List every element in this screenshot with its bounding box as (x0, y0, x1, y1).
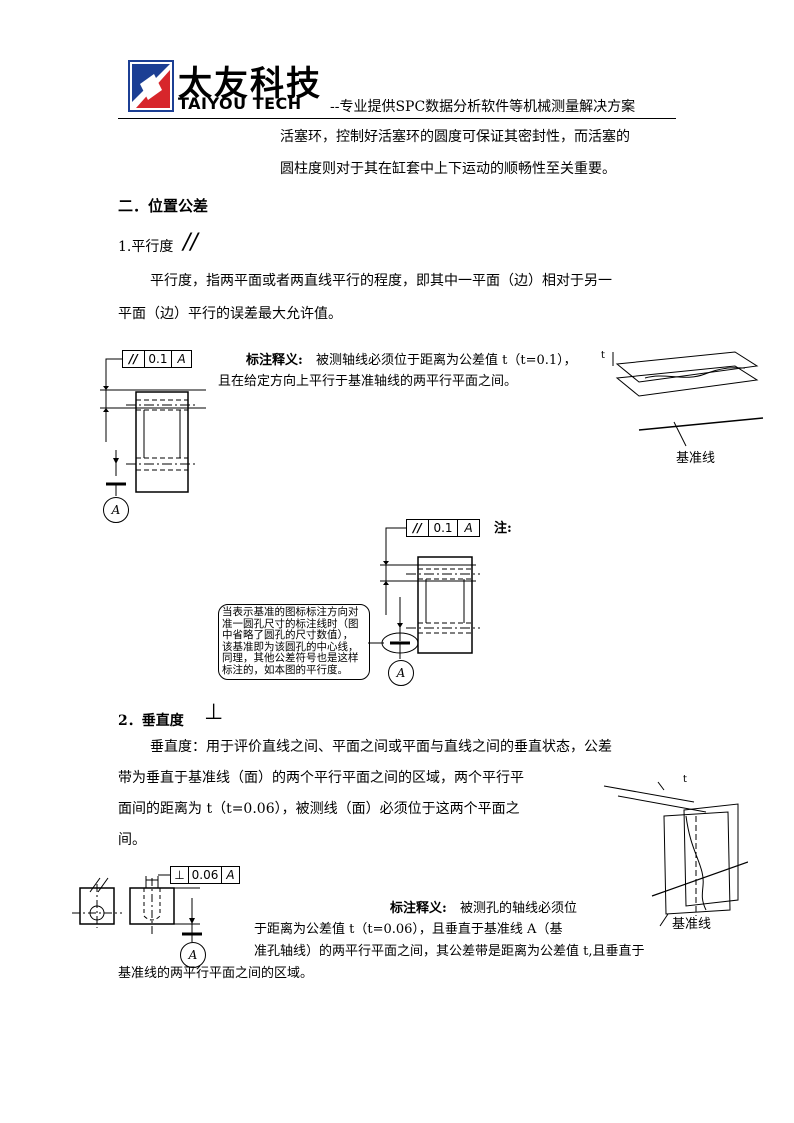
datum-callout: 当表示基准的图标标注方向对 准一圆孔尺寸的标注线时（图 中省略了圆孔的尺寸数值）… (218, 604, 370, 680)
sub1-note-line-2: 且在给定方向上平行于基准轴线的两平行平面之间。 (218, 374, 518, 389)
datum-circle-2: A (388, 660, 414, 686)
logo-english: TAIYOU TECH (178, 94, 302, 113)
callout-line: 同理，其他公差符号也是这样 (222, 652, 359, 664)
frame-value: 0.06 (189, 867, 223, 883)
datum-line-label-1: 基准线 (676, 451, 716, 466)
sub2-para-line-4: 间。 (118, 832, 146, 848)
frame-symbol: ⊥ (171, 867, 189, 883)
parallelism-part-1-icon (100, 358, 206, 496)
logo-chinese: 太友科技 (178, 64, 322, 104)
zone-t-label-2: t (683, 774, 687, 785)
section-title: 二．位置公差 (118, 197, 209, 215)
zhu-label: 注: (494, 521, 512, 536)
callout-line: 该基准即为该圆孔的中心线， (222, 640, 359, 653)
header: 太友科技 TAIYOU TECH --专业提供SPC数据分析软件等机械测量解决方… (118, 56, 678, 120)
parallelism-drawing-1: // 0.1 A A (96, 346, 216, 526)
parallelism-frame-1: // 0.1 A (122, 350, 192, 368)
sub2-note-line-1: 被测孔的轴线必须位 (460, 901, 578, 916)
leader-line-icon (673, 421, 687, 447)
sub2-note-line-2: 于距离为公差值 t（t=0.06），且垂直于基准线 A（基 (254, 922, 563, 937)
sub1-para-line-2: 平面（边）平行的误差最大允许值。 (118, 306, 342, 322)
callout-line: 准一圆孔尺寸的标注线时（图 (222, 617, 359, 630)
sub1-title: 1.平行度 (118, 239, 174, 255)
intro-line-2: 圆柱度则对于其在缸套中上下运动的顺畅性至关重要。 (280, 161, 616, 177)
parallelism-symbol-icon: // (183, 230, 198, 255)
sub2-para-line-3: 面间的距离为 t（t=0.06），被测线（面）必须位于这两个平面之 (118, 801, 520, 817)
datum-circle-1: A (103, 497, 129, 523)
sub1-para-line-1: 平行度，指两平面或者两直线平行的程度，即其中一平面（边）相对于另一 (150, 273, 612, 289)
perpendicularity-frame: ⊥ 0.06 A (170, 866, 240, 884)
callout-line: 中省略了圆孔的尺寸数值）， (222, 629, 354, 641)
callout-pointer-icon (368, 642, 384, 644)
datum-line-label-2: 基准线 (672, 917, 712, 932)
sub1-note-line-1: 被测轴线必须位于距离为公差值 t（t=0.1）， (316, 353, 577, 368)
frame-datum: A (177, 352, 186, 366)
sub2-note-label: 标注释义: (390, 901, 447, 916)
sub2-para-line-1: 垂直度：用于评价直线之间、平面之间或平面与直线之间的垂直状态，公差 (150, 739, 612, 755)
frame-symbol: // (123, 351, 145, 367)
zone-t-label-1: t (601, 350, 605, 361)
intro-line-1: 活塞环，控制好活塞环的圆度可保证其密封性，而活塞的 (280, 129, 630, 145)
sub2-title: 2．垂直度 (118, 713, 184, 729)
frame-value: 0.1 (145, 351, 173, 367)
sub2-note-line-3: 准孔轴线）的两平行平面之间，其公差带是距离为公差值 t,且垂直于 (254, 944, 645, 959)
callout-line: 标注的，如本图的平行度。 (222, 663, 348, 676)
perpendicularity-drawing: ⊥ 0.06 A A (72, 858, 252, 968)
datum-circle-3: A (180, 942, 206, 968)
frame-datum: A (226, 868, 235, 882)
header-rule (118, 118, 676, 119)
sub1-note-label: 标注释义: (246, 353, 303, 368)
header-tagline: --专业提供SPC数据分析软件等机械测量解决方案 (330, 99, 636, 115)
sub2-note-line-4: 基准线的两平行平面之间的区域。 (118, 966, 314, 981)
frame-symbol: // (407, 520, 429, 536)
perpendicularity-zone-3d-icon (603, 781, 748, 927)
perpendicularity-symbol-icon: ⊥ (204, 700, 224, 725)
frame-datum: A (464, 521, 473, 535)
parallelism-drawing-2: // 0.1 A A (380, 515, 490, 691)
perpendicularity-part-icon (72, 874, 202, 942)
sub2-para-line-2: 带为垂直于基准线（面）的两个平行平面之间的区域，两个平行平 (118, 770, 524, 786)
parallelism-frame-2: // 0.1 A (406, 519, 480, 537)
callout-line: 当表示基准的图标标注方向对 (222, 606, 359, 618)
taiyou-logo-icon (128, 60, 174, 112)
parallelism-zone-3d-icon (612, 351, 764, 431)
frame-value: 0.1 (429, 520, 459, 536)
